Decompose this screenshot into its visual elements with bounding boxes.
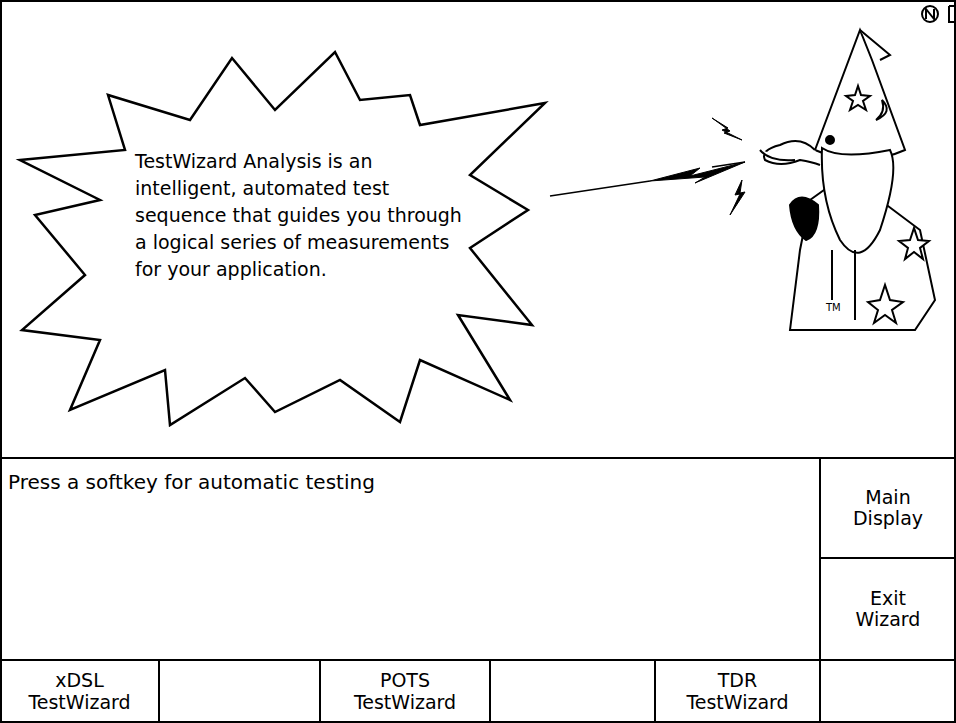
softkey: Exit Wizard xyxy=(820,558,956,660)
softkey: TDR TestWizard xyxy=(655,660,820,723)
softkey-label: TDR TestWizard xyxy=(686,670,788,713)
divider xyxy=(319,660,321,723)
softkey-label: Main Display xyxy=(853,487,923,530)
divider xyxy=(0,457,956,459)
status-icon xyxy=(922,6,956,22)
divider xyxy=(820,557,956,559)
wizard-illustration xyxy=(760,30,935,330)
prompt-text: Press a softkey for automatic testing xyxy=(8,470,375,494)
softkey: POTS TestWizard xyxy=(320,660,490,723)
divider xyxy=(489,660,491,723)
divider xyxy=(819,458,821,723)
softkey-label: Exit Wizard xyxy=(856,588,921,631)
lightning-beam xyxy=(550,118,745,215)
softkey: xDSL TestWizard xyxy=(0,660,159,723)
message-panel: Press a softkey for automatic testing xyxy=(0,458,820,660)
divider xyxy=(158,660,160,723)
bubble-text: TestWizard Analysis is an intelligent, a… xyxy=(135,148,465,283)
divider xyxy=(654,660,656,723)
softkey-label: xDSL TestWizard xyxy=(28,670,130,713)
speech-bubble: TestWizard Analysis is an intelligent, a… xyxy=(0,0,560,440)
softkey-label: POTS TestWizard xyxy=(354,670,456,713)
softkey: Main Display xyxy=(820,458,956,558)
divider xyxy=(0,659,956,661)
trademark-mark: TM xyxy=(826,302,841,313)
